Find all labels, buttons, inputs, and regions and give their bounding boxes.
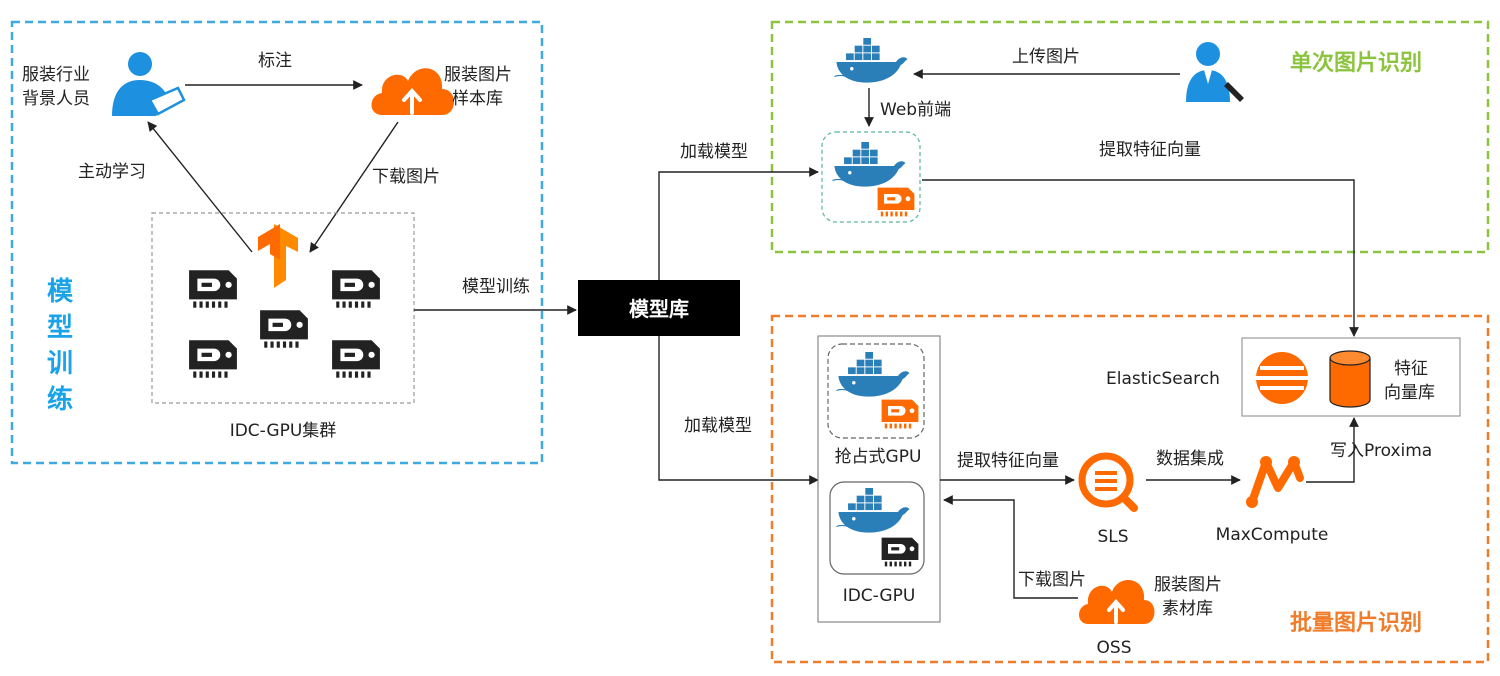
idc-gpu-box	[829, 481, 925, 575]
tensorflow-icon	[258, 224, 298, 288]
active-learning-label: 主动学习	[78, 162, 146, 182]
material-lib-label: 服装图片	[1154, 575, 1222, 595]
gpu-cluster-box	[151, 212, 415, 404]
gpu-chip-icon-2	[332, 270, 380, 308]
model-library-box	[578, 280, 740, 336]
training-title: 模 型 训 练	[47, 277, 74, 415]
maxcompute-label: MaxCompute	[1216, 525, 1329, 545]
batch-recognition-region	[770, 314, 1490, 664]
annotator-person-icon	[112, 52, 186, 116]
train-model-label: 模型训练	[462, 277, 530, 297]
model-library-label: 模型库	[629, 297, 689, 321]
batch-extract-label: 提取特征向量	[957, 451, 1059, 471]
single-recognition-title: 单次图片识别	[1290, 50, 1422, 76]
sls-icon	[1078, 452, 1138, 512]
sample-lib-label-2: 样本库	[452, 89, 503, 109]
single-extract-label: 提取特征向量	[1099, 140, 1201, 160]
svg-text:型: 型	[47, 313, 73, 343]
docker-model-icon	[831, 142, 907, 188]
gpu-chip-icon-5	[332, 340, 380, 378]
svg-text:模: 模	[47, 277, 74, 307]
upload-images-label: 上传图片	[1012, 47, 1080, 67]
annotate-label: 标注	[258, 51, 292, 71]
batch-recognition-title: 批量图片识别	[1290, 611, 1422, 636]
docker-idc-icon	[835, 488, 911, 534]
preemptive-gpu-box	[827, 343, 925, 439]
gpu-cluster-label: IDC-GPU集群	[230, 421, 337, 441]
maxcompute-icon	[1246, 456, 1304, 508]
data-integration-label: 数据集成	[1156, 449, 1224, 469]
oss-label: OSS	[1097, 638, 1132, 658]
gpu-chip-icon-1	[189, 270, 237, 308]
docker-preemptive-icon	[835, 352, 911, 398]
annotator-label: 服装行业	[22, 65, 90, 85]
cloud-upload-icon	[371, 68, 454, 115]
oss-cloud-icon	[1079, 580, 1155, 624]
single-model-container	[821, 131, 921, 223]
gpu-stack-container	[817, 335, 941, 623]
material-lib-label-2: 素材库	[1162, 599, 1213, 619]
idc-gpu-label: IDC-GPU	[843, 586, 916, 606]
docker-web-icon	[833, 38, 909, 84]
svg-text:训: 训	[47, 349, 73, 379]
load-model-top-label: 加载模型	[680, 142, 748, 162]
elasticsearch-label: ElasticSearch	[1106, 369, 1220, 389]
gpu-chip-idc-icon	[881, 537, 919, 567]
write-proxima-label: 写入Proxima	[1330, 441, 1432, 461]
training-region	[10, 20, 544, 465]
gpu-chip-preemptive-icon	[881, 399, 919, 429]
user-icon	[1186, 42, 1244, 102]
preemptive-gpu-label: 抢占式GPU	[835, 447, 922, 467]
elasticsearch-icon	[1256, 352, 1308, 404]
gpu-chip-orange-icon	[877, 187, 915, 217]
gpu-chip-icon-3	[260, 310, 308, 348]
database-icon	[1329, 350, 1371, 408]
web-frontend-label: Web前端	[880, 100, 951, 120]
gpu-chip-icon-4	[189, 340, 237, 378]
load-model-bottom-label: 加载模型	[684, 416, 752, 436]
sample-lib-label: 服装图片	[444, 65, 512, 85]
sls-label: SLS	[1097, 527, 1128, 547]
single-recognition-region	[770, 20, 1490, 254]
vector-lib-label: 特征	[1394, 359, 1428, 379]
oss-download-label: 下载图片	[1018, 570, 1086, 590]
download-images-label: 下载图片	[372, 167, 440, 187]
vector-lib-label-2: 向量库	[1384, 383, 1435, 403]
annotator-label-2: 背景人员	[22, 89, 90, 109]
svg-text:练: 练	[47, 384, 73, 415]
